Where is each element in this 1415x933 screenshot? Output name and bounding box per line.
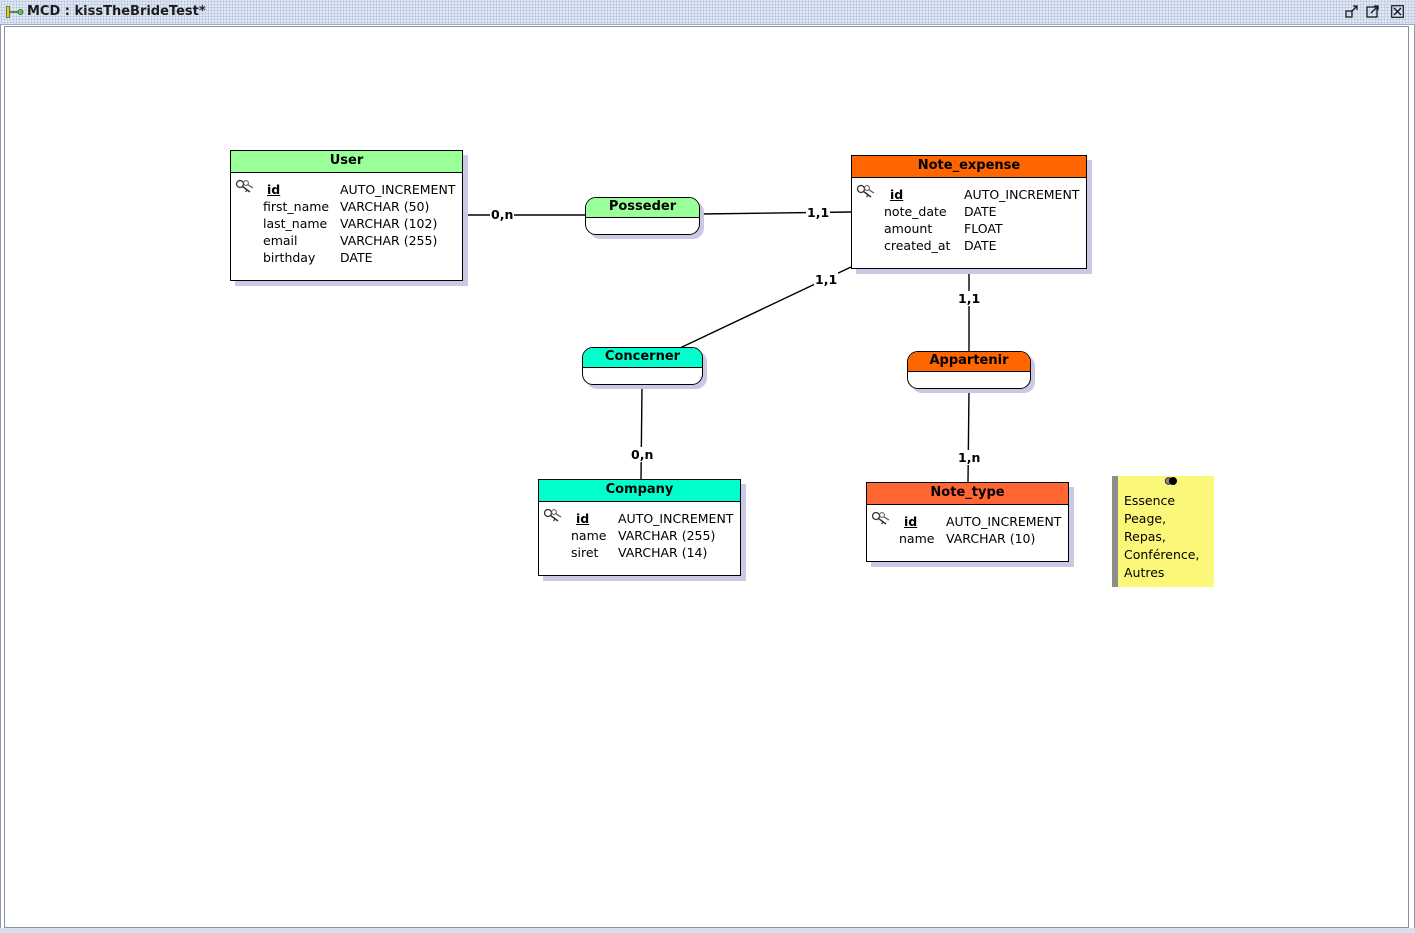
entity-note-type[interactable]: Note_type id AUTO_INCREMENT name VARCHAR… [866, 482, 1069, 562]
link-concerner-company [640, 385, 643, 480]
cardinality-note-expense-appartenir: 1,1 [957, 291, 982, 306]
attribute-type: AUTO_INCREMENT [340, 182, 456, 197]
pushpin-icon [1164, 477, 1177, 485]
cardinality-concerner-company: 0,n [630, 447, 655, 462]
attribute-name: birthday [263, 250, 316, 265]
attribute-type: VARCHAR (10) [946, 531, 1036, 546]
attribute-type: AUTO_INCREMENT [618, 511, 734, 526]
association-concerner[interactable]: Concerner [582, 347, 703, 385]
sticky-note[interactable]: Essence Peage, Repas, Conférence, Autres [1112, 476, 1214, 587]
window-titlebar[interactable]: MCD : kissTheBrideTest* [0, 0, 1415, 25]
window-bottom-border [0, 928, 1415, 933]
association-title: Concerner [583, 348, 702, 368]
key-icon [856, 184, 875, 198]
association-title: Posseder [586, 198, 699, 218]
attribute-name: last_name [263, 216, 328, 231]
attribute-type: VARCHAR (102) [340, 216, 438, 231]
attribute-name: amount [884, 221, 933, 236]
cardinality-posseder-note-expense: 1,1 [806, 205, 831, 220]
attribute-type: VARCHAR (14) [618, 545, 708, 560]
attribute-name: note_date [884, 204, 947, 219]
attribute-name: id [267, 182, 281, 197]
association-title: Appartenir [908, 352, 1030, 372]
attribute-type: DATE [340, 250, 373, 265]
attribute-type: FLOAT [964, 221, 1003, 236]
entity-user[interactable]: User id AUTO_INCREMENT first_name VARCHA… [230, 150, 463, 281]
minimize-icon[interactable] [1345, 5, 1358, 18]
sticky-note-text: Essence Peage, Repas, Conférence, Autres [1124, 493, 1200, 580]
attribute-name: id [904, 514, 918, 529]
entity-company[interactable]: Company id AUTO_INCREMENT name VARCHAR (… [538, 479, 741, 576]
attribute-type: VARCHAR (50) [340, 199, 430, 214]
close-icon[interactable] [1391, 5, 1404, 18]
cardinality-user-posseder: 0,n [490, 207, 515, 222]
mcd-diagram-icon [6, 6, 24, 18]
key-icon [871, 511, 890, 525]
association-appartenir[interactable]: Appartenir [907, 351, 1031, 389]
entity-title: Note_type [867, 483, 1068, 505]
association-posseder[interactable]: Posseder [585, 197, 700, 235]
attribute-name: name [899, 531, 935, 546]
entity-title: Company [539, 480, 740, 502]
cardinality-appartenir-note-type: 1,n [957, 450, 982, 465]
cardinality-note-expense-concerner: 1,1 [814, 272, 839, 287]
entity-note-expense[interactable]: Note_expense id AUTO_INCREMENT note_date… [851, 155, 1087, 269]
attribute-name: first_name [263, 199, 330, 214]
attribute-type: VARCHAR (255) [618, 528, 716, 543]
link-appartenir-note-type [967, 389, 970, 483]
attribute-name: id [890, 187, 904, 202]
attribute-name: siret [571, 545, 599, 560]
attribute-type: AUTO_INCREMENT [964, 187, 1080, 202]
entity-title: User [231, 151, 462, 173]
key-icon [543, 508, 562, 522]
attribute-name: id [576, 511, 590, 526]
attribute-name: email [263, 233, 298, 248]
maximize-icon[interactable] [1366, 5, 1379, 18]
attribute-type: AUTO_INCREMENT [946, 514, 1062, 529]
attribute-name: name [571, 528, 607, 543]
attribute-type: VARCHAR (255) [340, 233, 438, 248]
key-icon [235, 179, 254, 193]
entity-title: Note_expense [852, 156, 1086, 178]
attribute-type: DATE [964, 204, 997, 219]
window-title: MCD : kissTheBrideTest* [27, 4, 206, 19]
attribute-type: DATE [964, 238, 997, 253]
attribute-name: created_at [884, 238, 951, 253]
